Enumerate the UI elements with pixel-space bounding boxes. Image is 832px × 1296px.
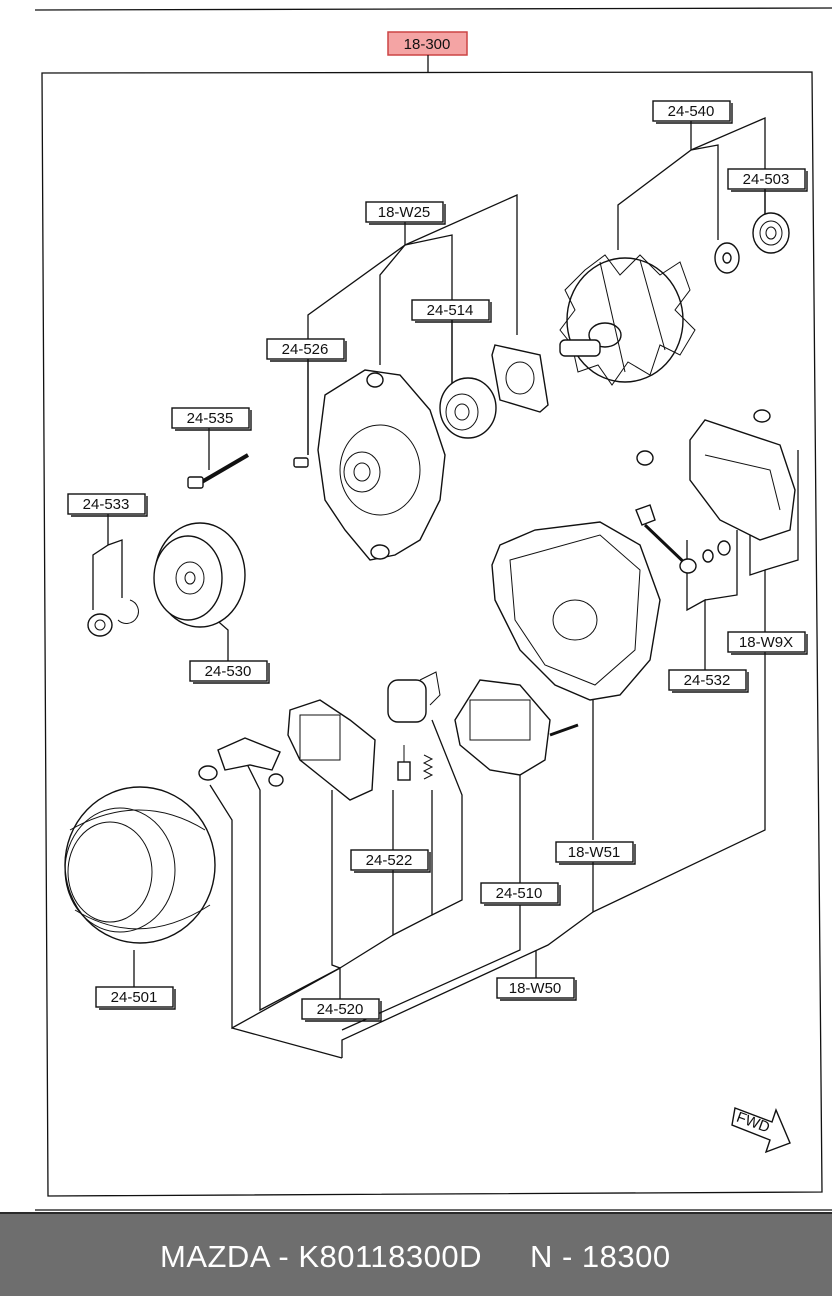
washer-part [714,242,740,274]
part-label-shadow [305,1001,382,1022]
part-label-box [727,631,806,653]
part-label-text: 18-W50 [509,980,562,997]
part-label-text: 18-W51 [568,844,621,861]
part-label-text: 24-510 [496,885,543,902]
part-label-text: 18-W9X [739,634,793,651]
rotor-part [559,254,696,386]
part-label-shadow [71,496,148,517]
part-label-text: 24-535 [187,410,234,427]
part-label-24-532[interactable]: 24-532 [668,669,749,693]
brush-holder-part [387,671,441,723]
part-label-text: 24-514 [427,302,474,319]
part-label-18-w25[interactable]: 18-W25 [365,201,446,225]
part-label-18-w51[interactable]: 18-W51 [555,841,636,865]
rear-housing-part [491,521,661,701]
part-label-shadow [656,103,733,124]
assembly-label-text: 18-300 [404,36,451,53]
part-label-text: 24-522 [366,852,413,869]
part-label-shadow [193,663,270,684]
part-label-box [555,841,634,863]
part-label-shadow [354,852,431,873]
brush-and-spring-part [397,745,434,781]
cover-nuts-part [636,409,771,563]
part-label-box [266,338,345,360]
part-label-box [480,882,559,904]
part-label-box [95,986,174,1008]
part-label-18-w9x[interactable]: 18-W9X [727,631,808,655]
part-label-24-535[interactable]: 24-535 [171,407,252,431]
part-label-box [189,660,268,682]
part-label-box [171,407,250,429]
part-label-box [652,100,731,122]
part-label-text: 24-501 [111,989,158,1006]
part-label-text: 24-503 [743,171,790,188]
bearing-retainer-part [491,344,549,413]
part-label-24-520[interactable]: 24-520 [301,998,382,1022]
part-label-24-503[interactable]: 24-503 [727,168,808,192]
screw-24-526-part [293,457,309,468]
terminal-bolt-part [635,504,697,574]
part-label-shadow [415,302,492,323]
footer-code-text: N - 18300 [530,1239,671,1274]
front-housing-part [317,369,446,561]
part-label-text: 24-533 [83,496,130,513]
part-label-shadow [99,989,176,1010]
part-label-text: 24-526 [282,341,329,358]
part-label-shadow [369,204,446,225]
part-label-24-533[interactable]: 24-533 [67,493,148,517]
part-label-box [301,998,380,1020]
part-label-shadow [500,980,577,1001]
part-label-shadow [175,410,252,431]
part-label-shadow [270,341,347,362]
part-label-text: 18-W25 [378,204,431,221]
footer-bar: MAZDA - K80118300D N - 18300 [0,1212,832,1296]
leader-lines [92,117,799,1059]
part-label-box [496,977,575,999]
rectifier-part [287,699,376,801]
part-label-24-530[interactable]: 24-530 [189,660,270,684]
part-label-24-514[interactable]: 24-514 [411,299,492,323]
part-label-text: 24-520 [317,1001,364,1018]
assembly-label-18-300[interactable]: 18-300 [387,31,468,56]
part-label-shadow [731,634,808,655]
rear-bearing-part [752,212,790,254]
part-label-text: 24-540 [668,103,715,120]
part-label-shadow [731,171,808,192]
part-label-24-540[interactable]: 24-540 [652,100,733,124]
stator-part [64,786,216,944]
part-label-24-510[interactable]: 24-510 [480,882,561,906]
regulator-part [454,679,579,776]
part-label-box [727,168,806,190]
footer-brand-text: MAZDA - K80118300D [160,1239,483,1274]
part-label-shadow [559,844,636,865]
part-label-box [668,669,747,691]
through-bolt-part [187,453,250,489]
part-label-box [350,849,429,871]
fwd-arrow-icon: FWD [731,1107,791,1154]
part-label-24-526[interactable]: 24-526 [266,338,347,362]
part-labels: 24-540 24-503 18-W25 24-514 24-526 24-535 24-5… [67,100,808,1022]
part-label-box [411,299,490,321]
diagram-frame [41,71,823,1197]
part-label-24-522[interactable]: 24-522 [350,849,431,873]
part-label-box [67,493,146,515]
part-label-shadow [484,885,561,906]
part-label-text: 24-530 [205,663,252,680]
bracket-part [198,737,284,787]
part-label-24-501[interactable]: 24-501 [95,986,176,1010]
top-border-line [34,7,832,11]
parts-diagram: 18-300 [34,7,832,1211]
part-label-box [365,201,444,223]
part-label-text: 24-532 [684,672,731,689]
rear-cover-part [689,419,796,541]
part-label-18-w50[interactable]: 18-W50 [496,977,577,1001]
front-bearing-part [439,377,497,439]
pulley-part [153,522,246,628]
nut-and-clip-part [87,599,139,637]
part-label-shadow [672,672,749,693]
